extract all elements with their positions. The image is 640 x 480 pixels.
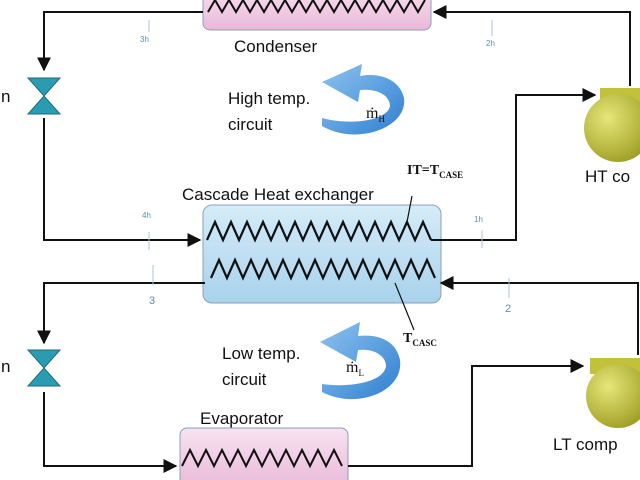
high-flow-rate: ṁH [366, 105, 385, 125]
cascade-coil-upper [205, 219, 433, 243]
pipe-htcomp-to-condenser [432, 5, 631, 86]
cascade-hx-label: Cascade Heat exchanger [182, 185, 374, 204]
lt-compressor [586, 358, 640, 428]
pipe-cascade-to-htcomp [431, 88, 597, 241]
pipe-evaporator-to-ltcomp [348, 359, 585, 467]
evaporator-box [179, 427, 349, 480]
condenser-coil [207, 0, 426, 14]
pipe-cascade-to-lowvalve [37, 282, 205, 345]
low-temp-label-line2: circuit [222, 370, 267, 389]
low-temp-circuit-arrow [320, 322, 401, 400]
expansion-valve-top-label: n [1, 87, 11, 106]
condenser-box [202, 0, 432, 31]
high-temp-label-line1: High temp. [228, 89, 311, 108]
pipe-condenser-to-valve [37, 11, 203, 72]
lt-compressor-label: LT comp [553, 435, 618, 454]
low-temp-label-line1: Low temp. [222, 344, 301, 363]
state-point-2: 2 [505, 303, 512, 315]
state-point-4h: 4h [142, 211, 151, 220]
high-temp-label-line2: circuit [228, 115, 273, 134]
expansion-valve-top [26, 77, 62, 115]
expansion-valve-bottom-label: n [1, 357, 11, 376]
it-tcase-annotation: IT=TCASE [407, 163, 464, 180]
state-point-1h: 1h [474, 215, 483, 224]
pipe-ltcomp-to-cascade [439, 276, 639, 355]
state-point-2h: 2h [486, 39, 495, 48]
state-point-3h: 3h [140, 35, 149, 44]
cascade-coil-lower [209, 257, 437, 281]
ht-compressor-label: HT co [585, 167, 631, 186]
evaporator-label: Evaporator [200, 409, 284, 428]
low-flow-rate: ṁL [346, 359, 364, 379]
condenser-label: Condenser [234, 37, 318, 56]
pipe-valve-to-cascade [43, 118, 202, 247]
ht-compressor [584, 88, 640, 162]
tcasc-annotation: TCASC [403, 331, 437, 348]
tcasc-pointer-line [394, 282, 415, 331]
cascade-hx-box [202, 204, 442, 304]
high-temp-circuit-arrow [322, 64, 405, 135]
evaporator-coil [181, 447, 343, 469]
state-point-3: 3 [149, 295, 156, 307]
expansion-valve-bottom [26, 349, 62, 387]
pipe-lowvalve-to-evaporator [43, 392, 178, 473]
it-pointer-line [406, 195, 413, 223]
